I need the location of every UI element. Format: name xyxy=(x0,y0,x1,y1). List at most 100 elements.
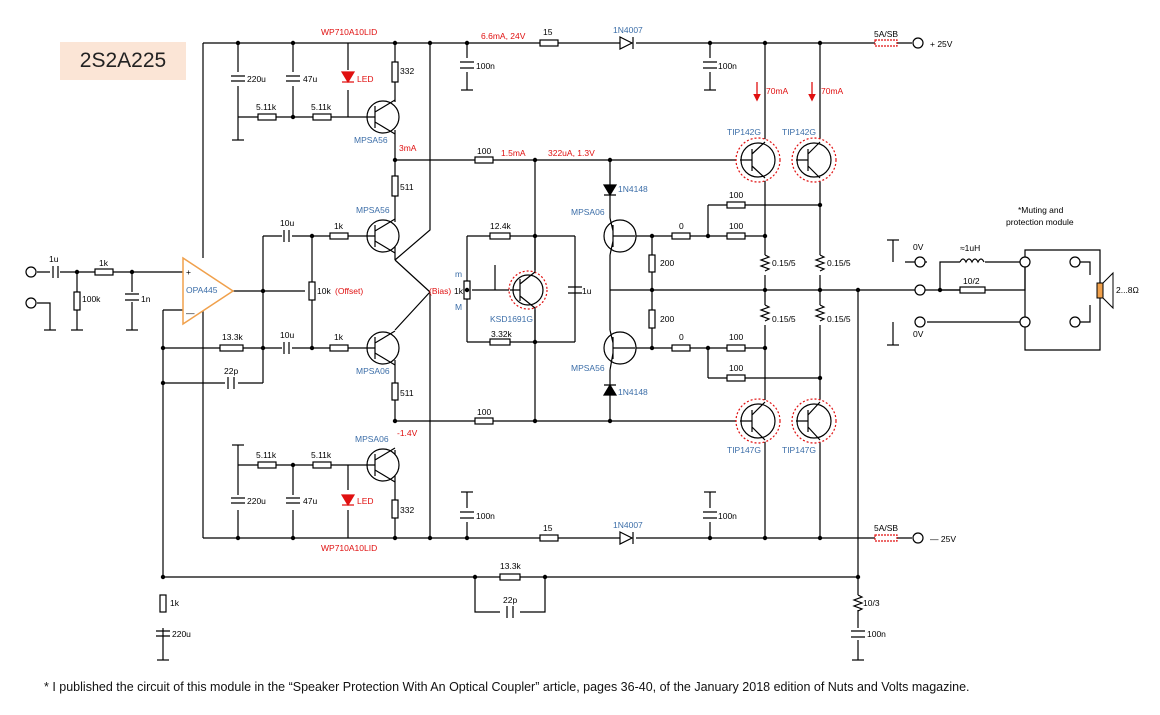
label-wp-bot: WP710A10LID xyxy=(321,543,377,553)
resistor-0-2 xyxy=(671,344,691,352)
fuse-bot xyxy=(874,534,898,542)
label-r200-2: 200 xyxy=(660,314,674,324)
label-c22p-1: 22p xyxy=(224,366,238,376)
label-tip147-2: TIP147G xyxy=(782,445,816,455)
resistor-015-1 xyxy=(759,254,771,272)
capacitor-47u-top xyxy=(286,75,300,82)
opamp: + — xyxy=(182,256,235,326)
label-r1k-in: 1k xyxy=(99,258,109,268)
capacitor-1n xyxy=(125,293,139,301)
transistor-mpsa56-drv xyxy=(603,329,637,371)
terminal-vminus xyxy=(912,532,924,544)
capacitor-22p-1 xyxy=(227,377,235,389)
diode-1n4007-top xyxy=(619,36,634,50)
label-vneg14: -1.4V xyxy=(397,428,418,438)
resistor-332-bot xyxy=(391,499,399,519)
resistor-10-3 xyxy=(852,594,864,612)
capacitor-10u-2 xyxy=(283,342,290,354)
terminal-input-gnd xyxy=(25,297,37,309)
resistor-15-bot xyxy=(539,534,559,542)
capacitor-10u-1 xyxy=(283,230,290,242)
inductor-1uh xyxy=(959,258,985,264)
capacitor-220u-bot xyxy=(231,497,245,504)
capacitor-100n-4 xyxy=(703,511,717,519)
resistor-13k3-1 xyxy=(219,344,244,352)
label-v0-top: 0V xyxy=(913,242,924,252)
speaker xyxy=(1096,271,1114,310)
label-mpsa06-bot: MPSA06 xyxy=(355,434,389,444)
label-c100n-4: 100n xyxy=(718,511,737,521)
label-r511k-4: 5.11k xyxy=(311,450,332,460)
label-r100-3: 100 xyxy=(729,221,743,231)
label-m-top: m xyxy=(455,269,462,279)
svg-text:+: + xyxy=(186,267,191,277)
capacitor-1u-in xyxy=(52,266,59,278)
label-r511-bot: 511 xyxy=(400,388,414,398)
label-mpsa56-drv: MPSA56 xyxy=(571,363,605,373)
resistor-015-3 xyxy=(759,304,771,322)
terminal-0v-top xyxy=(914,256,926,268)
resistor-200-2 xyxy=(648,309,656,329)
resistor-332-top xyxy=(391,61,399,83)
resistor-15-top xyxy=(539,39,559,47)
label-r15-top: 15 xyxy=(543,27,553,37)
label-c220u-top: 220u xyxy=(247,74,266,84)
label-r511k-2: 5.11k xyxy=(311,102,332,112)
label-r1k-bias: 1k xyxy=(454,286,464,296)
label-r332-bot: 332 xyxy=(400,505,414,515)
label-15ma: 1.5mA xyxy=(501,148,526,158)
transistor-ksd1691 xyxy=(508,270,548,310)
label-c220u-bot: 220u xyxy=(247,496,266,506)
label-offset: (Offset) xyxy=(335,286,363,296)
opamp-triangle xyxy=(182,256,235,326)
resistor-100-1 xyxy=(474,156,494,164)
label-c100n-2: 100n xyxy=(718,61,737,71)
label-322ua: 322uA, 1.3V xyxy=(548,148,595,158)
wires xyxy=(37,42,1101,660)
label-spk: 2...8Ω xyxy=(1116,285,1139,295)
label-70ma-1: 70mA xyxy=(766,86,789,96)
label-r015-3: 0.15/5 xyxy=(772,314,796,324)
resistor-1k-fb xyxy=(159,594,167,613)
label-c100n-5: 100n xyxy=(867,629,886,639)
terminal-mod-2 xyxy=(1019,316,1031,328)
resistor-100-4 xyxy=(726,344,746,352)
label-c47u-bot: 47u xyxy=(303,496,317,506)
label-r100-6: 100 xyxy=(477,407,491,417)
speaker-body xyxy=(1096,282,1104,299)
label-m-bot: M xyxy=(455,302,462,312)
transistor-tip142-2 xyxy=(791,137,837,183)
resistor-10k-pot xyxy=(308,281,316,301)
label-r332-top: 332 xyxy=(400,66,414,76)
capacitor-100n-2 xyxy=(703,61,717,69)
resistor-5k11-1 xyxy=(257,113,277,121)
capacitor-22p-2 xyxy=(506,606,514,618)
label-muting-2: protection module xyxy=(1006,217,1074,227)
label-muting-1: *Muting and xyxy=(1018,205,1064,215)
terminal-mod-4 xyxy=(1069,316,1081,328)
led-top xyxy=(340,71,356,84)
capacitor-47u-bot xyxy=(286,497,300,504)
terminal-vplus xyxy=(912,37,924,49)
page-title: 2S2A225 xyxy=(79,49,167,72)
resistor-0-1 xyxy=(671,232,691,240)
resistor-511-top xyxy=(391,175,399,197)
diodes xyxy=(340,36,634,545)
label-mpsa56-top: MPSA56 xyxy=(354,135,388,145)
label-70ma-2: 70mA xyxy=(821,86,844,96)
svg-text:—: — xyxy=(186,308,195,318)
label-ksd: KSD1691G xyxy=(490,314,533,324)
label-r100-1: 100 xyxy=(477,146,491,156)
capacitor-100n-3 xyxy=(460,511,474,519)
resistor-5k11-2 xyxy=(312,113,332,121)
label-c10u-2: 10u xyxy=(280,330,294,340)
junction-dots xyxy=(74,40,943,580)
label-r511k-3: 5.11k xyxy=(256,450,277,460)
transistor-tip147-1 xyxy=(735,398,781,444)
label-vminus: — 25V xyxy=(930,534,956,544)
diode-1n4007-bot xyxy=(619,531,634,545)
label-r133k-1: 13.3k xyxy=(222,332,244,342)
label-r100-2: 100 xyxy=(729,190,743,200)
resistor-100-3 xyxy=(726,232,746,240)
